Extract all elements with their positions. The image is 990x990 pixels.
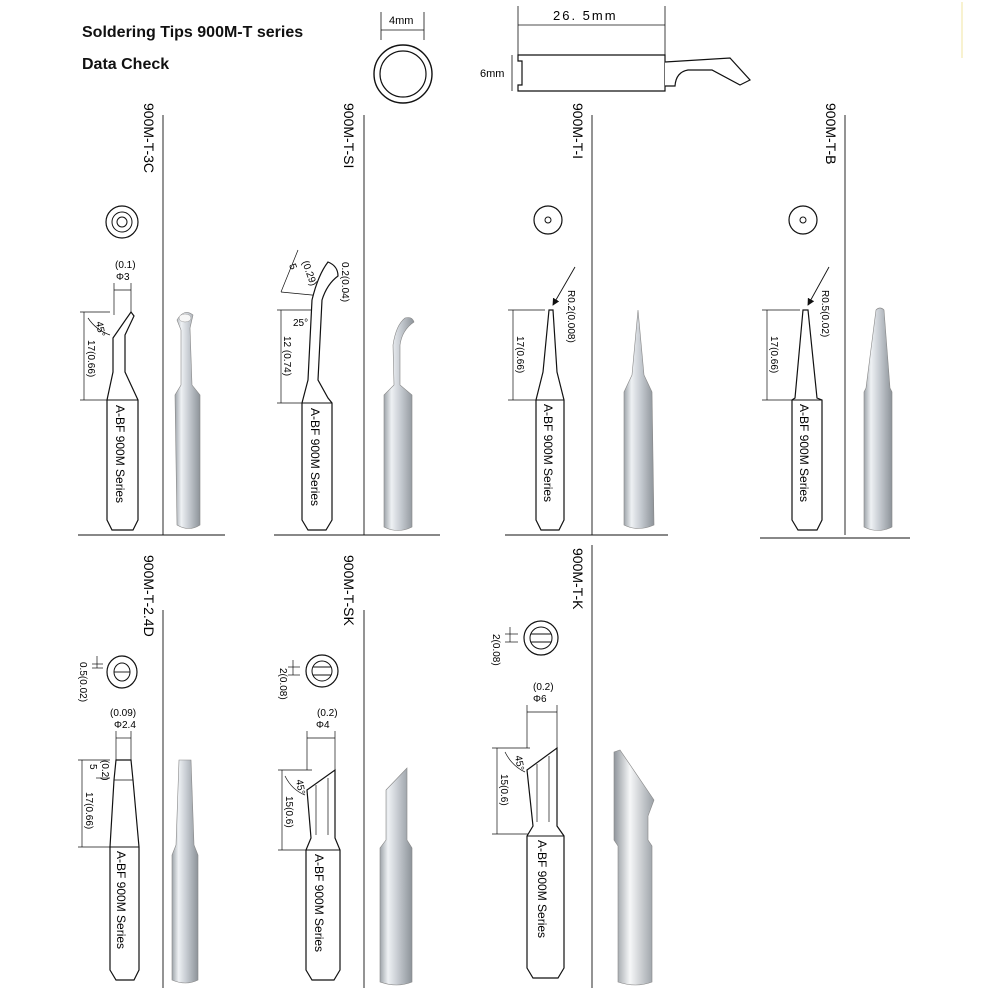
dim-si-2: 0.2(0.04) bbox=[339, 262, 350, 302]
brand-i: A-BF 900M Series bbox=[541, 404, 555, 502]
tip-b-drawing: R0.5(0.02) 17(0.66) A-BF 900M Series bbox=[762, 205, 893, 531]
brand-3c: A-BF 900M Series bbox=[113, 405, 127, 503]
tip-model-si: 900M-T-SI bbox=[341, 103, 357, 168]
header-ring-drawing: 4mm bbox=[373, 12, 433, 104]
tip-k-drawing: 2(0.08) (0.2) Φ6 45° 15(0.6) A-BF 900M S… bbox=[490, 620, 655, 986]
dim-2-4d-4: 5 bbox=[87, 764, 98, 770]
dim-outer-diameter: 4mm bbox=[389, 15, 413, 27]
dim-k-2: Φ6 bbox=[533, 694, 547, 705]
dim-k-1: (0.2) bbox=[533, 682, 554, 693]
tip-model-i: 900M-T-I bbox=[570, 103, 586, 159]
brand-sk: A-BF 900M Series bbox=[312, 854, 326, 952]
tip-model-k: 900M-T-K bbox=[570, 548, 586, 610]
dim-3c-3: 17(0.66) bbox=[85, 340, 96, 377]
dim-i-0: R0.2(0.008) bbox=[565, 290, 576, 343]
dim-2-4d-5: 17(0.66) bbox=[83, 792, 94, 829]
dim-k-0: 2(0.08) bbox=[490, 634, 501, 666]
page-subtitle: Data Check bbox=[82, 56, 170, 73]
dim-sk-4: 15(0.6) bbox=[283, 796, 294, 828]
dim-length: 26. 5mm bbox=[553, 8, 618, 23]
tip-model-2-4d: 900M-T-2.4D bbox=[141, 555, 157, 637]
dim-3c-2: 45° bbox=[93, 321, 106, 338]
dim-k-4: 15(0.6) bbox=[498, 774, 509, 806]
dim-i-1: 17(0.66) bbox=[514, 336, 525, 373]
brand-si: A-BF 900M Series bbox=[308, 408, 322, 506]
dim-2-4d-3: (0.2) bbox=[99, 760, 110, 781]
dim-sk-1: (0.2) bbox=[317, 708, 338, 719]
dim-sk-0: 2(0.08) bbox=[277, 668, 288, 700]
tip-2-4d-drawing: 0.5(0.02) (0.09) Φ2.4 (0.2) 5 17(0.66) A… bbox=[77, 655, 199, 984]
dim-si-0: (0.29) bbox=[299, 259, 318, 287]
dim-si-4: 12 (0.74) bbox=[281, 336, 292, 376]
tip-sk-drawing: 2(0.08) (0.2) Φ4 45° 15(0.6) A-BF 900M S… bbox=[277, 654, 413, 986]
page-title: Soldering Tips 900M-T series bbox=[82, 24, 304, 41]
tip-model-b: 900M-T-B bbox=[823, 103, 839, 164]
tip-3c-drawing: (0.1) Φ3 45° 17(0.66) A-BF 900M Series bbox=[80, 205, 201, 531]
dim-k-3: 45° bbox=[512, 755, 525, 772]
dim-3c-0: (0.1) bbox=[115, 260, 136, 271]
dim-2-4d-0: 0.5(0.02) bbox=[77, 662, 88, 702]
divider-lines bbox=[78, 115, 910, 988]
brand-b: A-BF 900M Series bbox=[797, 404, 811, 502]
tip-model-sk: 900M-T-SK bbox=[341, 555, 357, 626]
dim-2-4d-1: (0.09) bbox=[110, 708, 136, 719]
dim-sk-3: 45° bbox=[293, 779, 306, 796]
dim-height: 6mm bbox=[480, 68, 504, 80]
tip-i-drawing: R0.2(0.008) 17(0.66) A-BF 900M Series bbox=[508, 205, 655, 531]
dim-si-3: 25° bbox=[293, 318, 308, 329]
brand-k: A-BF 900M Series bbox=[535, 840, 549, 938]
brand-2-4d: A-BF 900M Series bbox=[114, 851, 128, 949]
tip-model-3c: 900M-T-3C bbox=[141, 103, 157, 173]
dim-b-1: 17(0.66) bbox=[768, 336, 779, 373]
dim-2-4d-2: Φ2.4 bbox=[114, 720, 136, 731]
dim-si-1: 5 bbox=[286, 262, 298, 271]
tip-si-drawing: (0.29) 5 0.2(0.04) 25° 12 (0.74) A-BF 90… bbox=[277, 249, 415, 531]
dim-b-0: R0.5(0.02) bbox=[819, 290, 830, 337]
dim-3c-1: Φ3 bbox=[116, 272, 130, 283]
header-side-drawing: 26. 5mm 6mm bbox=[480, 6, 751, 92]
dim-sk-2: Φ4 bbox=[316, 720, 330, 731]
